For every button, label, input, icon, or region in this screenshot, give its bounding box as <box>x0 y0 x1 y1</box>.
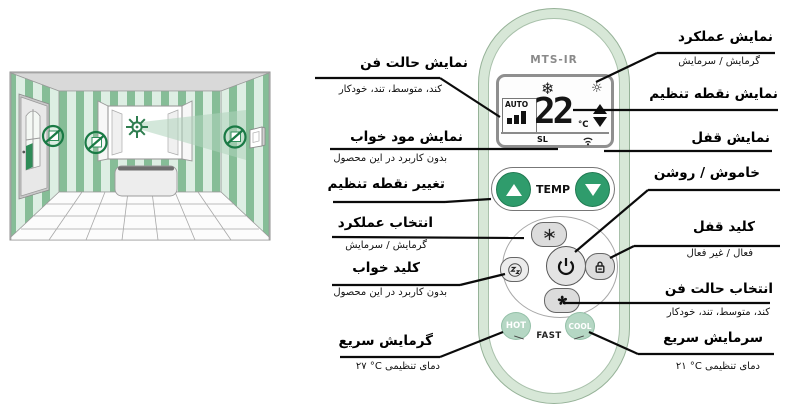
power-icon <box>557 258 575 276</box>
sleep-button[interactable] <box>500 257 529 282</box>
callout-fast-cool-title: سرمایش سریع <box>663 330 763 346</box>
callout-fast-heat-sub: دمای تنظیمی ۲۷ °C <box>356 361 440 372</box>
callout-sleep-key-title: کلید خواب <box>352 260 420 276</box>
setpoint-arrows <box>593 104 607 127</box>
callout-mode-select-sub: گرمایش / سرمایش <box>345 240 427 251</box>
prohibition-icon <box>84 130 108 155</box>
padlock-icon <box>595 261 605 273</box>
callout-lock-display-title: نمایش قفل <box>691 130 770 146</box>
temp-label: TEMP <box>535 182 571 196</box>
fan-speed-bars-icon <box>507 111 536 124</box>
fan-button[interactable] <box>544 288 580 313</box>
door-handle-icon <box>22 150 26 154</box>
callout-fan-display-title: نمایش حالت فن <box>360 55 468 71</box>
callout-fan-display-sub: کند، متوسط، تند، خودکار <box>338 84 442 95</box>
callout-power-title: خاموش / روشن <box>653 165 760 181</box>
fast-cool-temp-value: ۲۱ °C <box>675 361 702 372</box>
signal-icon <box>583 137 593 146</box>
callout-mode-display-title: نمایش عملکرد <box>677 29 773 45</box>
triangle-down-icon <box>584 183 601 196</box>
room-illustration <box>9 71 271 241</box>
sleep-moon-icon <box>507 262 522 277</box>
callout-mode-select-title: انتخاب عملکرد <box>337 215 433 231</box>
fan-icon <box>556 295 567 306</box>
fan-mode-indicator: AUTO <box>502 98 537 133</box>
remote-body: MTS-IR ❄ ☼ AUTO 22 °C SL <box>478 8 630 404</box>
sleep-indicator: SL <box>537 135 548 144</box>
callout-sleep-display-title: نمایش مود خواب <box>350 129 463 145</box>
fast-cool-sub-label: دمای تنظیمی <box>705 361 760 372</box>
callout-sleep-key-sub: بدون کاربرد در این محصول <box>333 287 447 298</box>
sunlight-beam <box>142 110 246 160</box>
prohibition-icon <box>223 125 247 149</box>
mode-button[interactable] <box>531 222 567 247</box>
lock-button[interactable] <box>585 253 615 280</box>
callout-fan-select-sub: کند، متوسط، تند، خودکار <box>666 307 770 318</box>
floor <box>10 191 270 241</box>
callout-fast-cool-sub: دمای تنظیمی ۲۱ °C <box>676 361 760 372</box>
door <box>18 93 50 200</box>
radiator <box>114 165 178 197</box>
temp-up-button[interactable] <box>496 172 531 207</box>
triangle-up-icon <box>593 104 607 114</box>
temp-rocker: TEMP <box>491 167 615 211</box>
lcd-divider <box>501 132 609 134</box>
callout-lock-key-title: کلید قفل <box>693 219 755 235</box>
cool-button[interactable]: COOL <box>565 312 595 340</box>
hot-button[interactable]: HOT <box>501 312 531 340</box>
temp-down-button[interactable] <box>575 172 610 207</box>
triangle-up-icon <box>505 183 522 196</box>
sun-icon: ☼ <box>591 81 603 96</box>
snowflake-icon: ❄ <box>541 79 555 98</box>
auto-label: AUTO <box>505 100 529 109</box>
callout-sleep-display-sub: بدون کاربرد در این محصول <box>333 153 447 164</box>
callout-fast-heat-title: گرمایش سریع <box>338 333 434 349</box>
callout-fan-select-title: انتخاب حالت فن <box>664 281 773 297</box>
sun-icon <box>126 116 148 138</box>
callout-lock-key-sub: فعال / غیر فعال <box>686 248 753 259</box>
temperature-unit: °C <box>578 120 589 130</box>
wall-thermostat <box>249 126 266 149</box>
fast-label: FAST <box>536 331 562 341</box>
callout-setpoint-display-title: نمایش نقطه تنظیم <box>649 86 778 102</box>
lcd-display: ❄ ☼ AUTO 22 °C SL <box>496 74 614 148</box>
temperature-readout: 22 <box>534 91 574 132</box>
model-label: MTS-IR <box>530 54 578 66</box>
prohibition-icon <box>41 124 65 148</box>
callout-mode-display-sub: گرمایش / سرمایش <box>678 56 760 67</box>
callout-setpoint-change-title: تغییر نقطه تنظیم <box>327 176 445 192</box>
snowflake-sun-icon <box>543 228 555 241</box>
fast-heat-temp-value: ۲۷ °C <box>355 361 382 372</box>
fast-heat-sub-label: دمای تنظیمی <box>385 361 440 372</box>
triangle-down-icon <box>593 117 607 127</box>
power-button[interactable] <box>546 246 586 286</box>
